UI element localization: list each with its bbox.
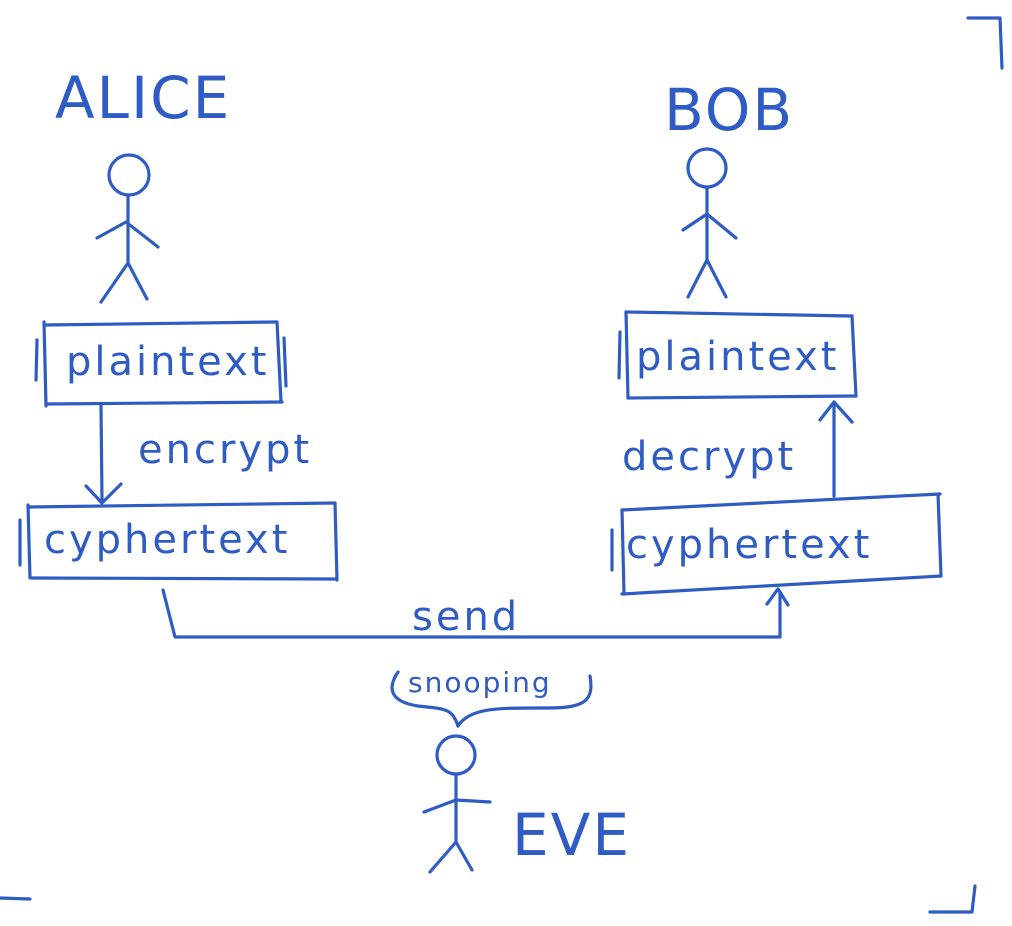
bob-plaintext-box: plaintext: [617, 310, 858, 400]
encrypt-arrow: [84, 404, 123, 505]
bob-figure: [681, 147, 738, 299]
alice-label: ALICE: [55, 64, 231, 132]
send-label: send: [412, 594, 520, 640]
bob-cyphertext-label: cyphertext: [626, 522, 872, 568]
alice-cyphertext-label: cyphertext: [44, 517, 290, 563]
snooping-brace: [390, 670, 593, 728]
bob-cyphertext-box: cyphertext: [610, 492, 943, 596]
snooping-label: snooping: [408, 666, 552, 699]
eve-figure: [422, 734, 492, 874]
alice-plaintext-label: plaintext: [66, 339, 269, 385]
send-connector: [161, 587, 790, 639]
encrypt-label: encrypt: [138, 427, 312, 473]
alice-cyphertext-box: cyphertext: [18, 501, 339, 582]
bob-label: BOB: [664, 76, 794, 144]
bob-plaintext-label: plaintext: [636, 334, 839, 380]
alice-plaintext-box: plaintext: [34, 320, 288, 408]
decrypt-arrow: [818, 400, 854, 498]
eve-label: EVE: [512, 801, 631, 869]
decrypt-label: decrypt: [622, 434, 796, 480]
corner-marks: [0, 16, 1004, 914]
alice-figure: [95, 153, 160, 304]
